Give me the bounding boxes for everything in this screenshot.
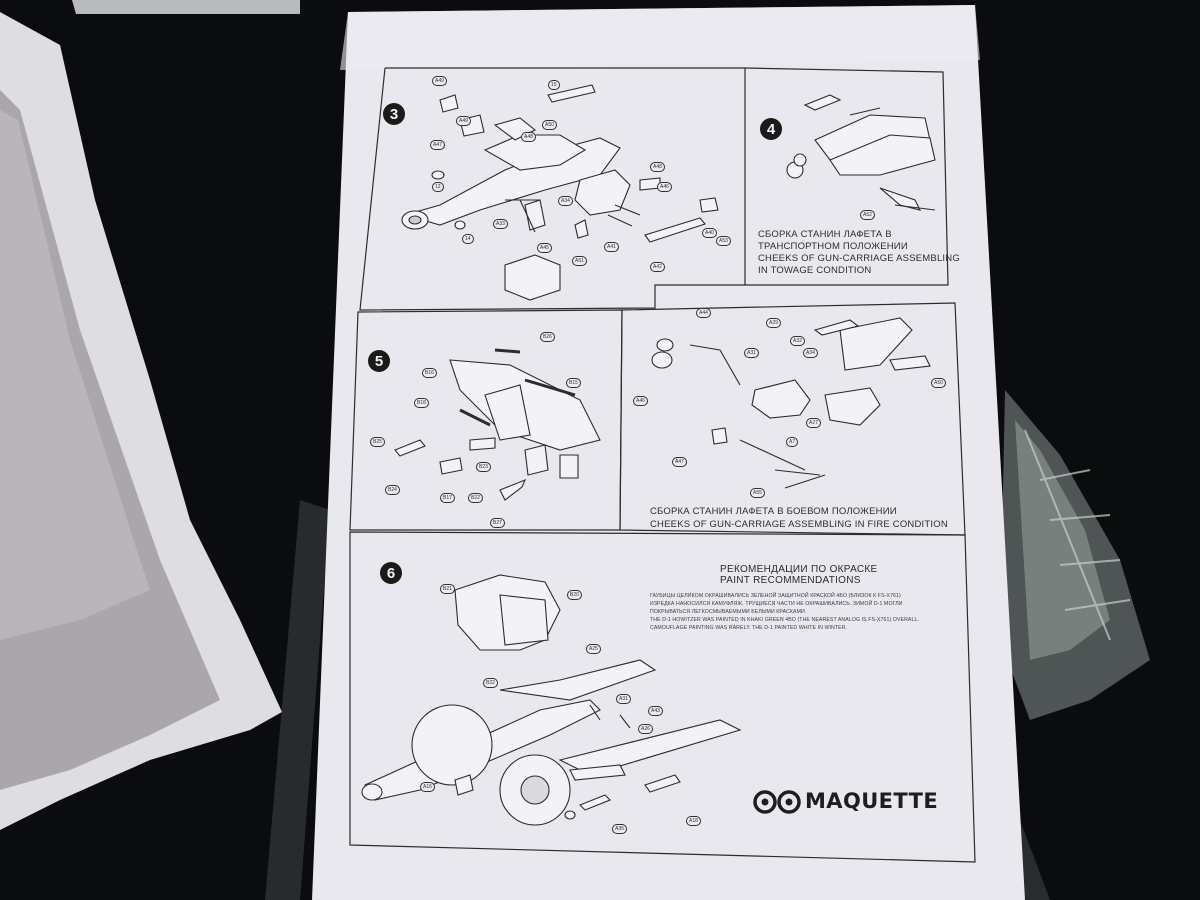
panel-4-caption-ru-1: СБОРКА СТАНИН ЛАФЕТА В bbox=[758, 229, 892, 240]
top-box-edge bbox=[72, 0, 300, 14]
part-label: A49 bbox=[432, 76, 447, 86]
panel-4-illustration bbox=[786, 94, 936, 211]
part-label: B23 bbox=[476, 462, 491, 472]
part-label: A27 bbox=[806, 418, 821, 428]
part-label: A50 bbox=[542, 120, 557, 130]
panel-4-caption-ru-2: ТРАНСПОРТНОМ ПОЛОЖЕНИИ bbox=[758, 241, 908, 252]
part-label: A31 bbox=[616, 694, 631, 704]
part-label: A42 bbox=[650, 262, 665, 272]
part-label: A53 bbox=[716, 236, 731, 246]
paint-line-4: THE D-1 HOWITZER WAS PAINTED IN KHAKI GR… bbox=[650, 617, 919, 623]
part-label: A46 bbox=[657, 182, 672, 192]
part-label: A26 bbox=[638, 724, 653, 734]
part-label: B16 bbox=[422, 368, 437, 378]
maquette-logo-icon bbox=[753, 790, 801, 814]
panel-6-illustration bbox=[361, 574, 742, 826]
fire-caption-ru: СБОРКА СТАНИН ЛАФЕТА В БОЕВОМ ПОЛОЖЕНИИ bbox=[650, 506, 897, 517]
panel-fire-illustration bbox=[651, 317, 931, 489]
part-label: B22 bbox=[468, 493, 483, 503]
sprue-frames bbox=[1024, 429, 1131, 641]
part-label: 14 bbox=[462, 234, 474, 244]
part-label: A55 bbox=[750, 488, 765, 498]
step-3-number: 3 bbox=[383, 103, 405, 125]
part-label: A44 bbox=[696, 308, 711, 318]
part-label: A50 bbox=[931, 378, 946, 388]
part-label: A43 bbox=[648, 706, 663, 716]
part-label: A40 bbox=[702, 228, 717, 238]
part-label: B24 bbox=[385, 485, 400, 495]
step-4-number: 4 bbox=[760, 118, 782, 140]
step-5-number: 5 bbox=[368, 350, 390, 372]
panel-3-illustration bbox=[401, 84, 719, 301]
part-label: A45 bbox=[537, 243, 552, 253]
sprue-bag-highlight bbox=[1015, 420, 1110, 660]
part-label: 12 bbox=[432, 182, 444, 192]
panel-4-frame bbox=[744, 67, 949, 286]
part-label: A46 bbox=[633, 396, 648, 406]
instruction-sheet bbox=[312, 5, 1025, 900]
part-label: B21 bbox=[440, 584, 455, 594]
part-label: A52 bbox=[860, 210, 875, 220]
part-label: A41 bbox=[604, 242, 619, 252]
part-label: A18 bbox=[686, 816, 701, 826]
part-label: A31 bbox=[744, 348, 759, 358]
part-label: A48 bbox=[521, 132, 536, 142]
paint-line-1: ГАУБИЦЫ ЦЕЛИКОМ ОКРАШИВАЛИСЬ ЗЕЛЕНОЙ ЗАЩ… bbox=[650, 593, 901, 599]
panel-4-caption-en-1: CHEEKS OF GUN-CARRIAGE ASSEMBLING bbox=[758, 253, 960, 264]
brand-name: MAQUETTE bbox=[805, 789, 939, 813]
part-label: B25 bbox=[370, 437, 385, 447]
part-label: A47 bbox=[430, 140, 445, 150]
part-label: A49 bbox=[456, 116, 471, 126]
paint-line-5: CAMOUFLAGE PAINTING WAS RARELY. THE D-1 … bbox=[650, 625, 848, 631]
paint-title-ru: РЕКОМЕНДАЦИИ ПО ОКРАСКЕ bbox=[720, 564, 878, 575]
panel-5-illustration bbox=[394, 348, 601, 501]
plastic-sheet-left bbox=[265, 500, 330, 900]
paint-line-3: ПОКРЫВАТЬСЯ ЛЕГКОСМЫВАЕМЫМИ БЕЛЫМИ КРАСК… bbox=[650, 609, 807, 615]
part-label: A34 bbox=[558, 196, 573, 206]
part-label: B27 bbox=[490, 518, 505, 528]
step-6-number: 6 bbox=[380, 562, 402, 584]
part-label: A35 bbox=[612, 824, 627, 834]
fire-caption-en: CHEEKS OF GUN-CARRIAGE ASSEMBLING IN FIR… bbox=[650, 519, 948, 530]
part-label: B17 bbox=[440, 493, 455, 503]
part-label: B18 bbox=[414, 398, 429, 408]
paint-line-2: ИЗРЕДКА НАНОСИЛСЯ КАМУФЛЯЖ. ТРУЩИЕСЯ ЧАС… bbox=[650, 601, 903, 607]
part-label: A34 bbox=[803, 348, 818, 358]
part-label: A7 bbox=[786, 437, 799, 447]
part-label: B26 bbox=[540, 332, 555, 342]
part-label: B15 bbox=[566, 378, 581, 388]
maquette-logo: MAQUETTE bbox=[753, 788, 938, 814]
part-label: A25 bbox=[586, 644, 601, 654]
panel-6-frame bbox=[349, 531, 976, 863]
part-label: B20 bbox=[567, 590, 582, 600]
box-inside-shade bbox=[0, 110, 150, 640]
part-label: A48 bbox=[650, 162, 665, 172]
paint-title-en: PAINT RECOMMENDATIONS bbox=[720, 575, 861, 586]
part-label: A47 bbox=[672, 457, 687, 467]
part-label: A16 bbox=[420, 782, 435, 792]
part-label: B22 bbox=[483, 678, 498, 688]
panel-4-caption-en-2: IN TOWAGE CONDITION bbox=[758, 265, 872, 276]
part-label: 15 bbox=[548, 80, 560, 90]
part-label: A29 bbox=[766, 318, 781, 328]
part-label: A32 bbox=[790, 336, 805, 346]
part-label: A51 bbox=[572, 256, 587, 266]
part-label: A33 bbox=[493, 219, 508, 229]
